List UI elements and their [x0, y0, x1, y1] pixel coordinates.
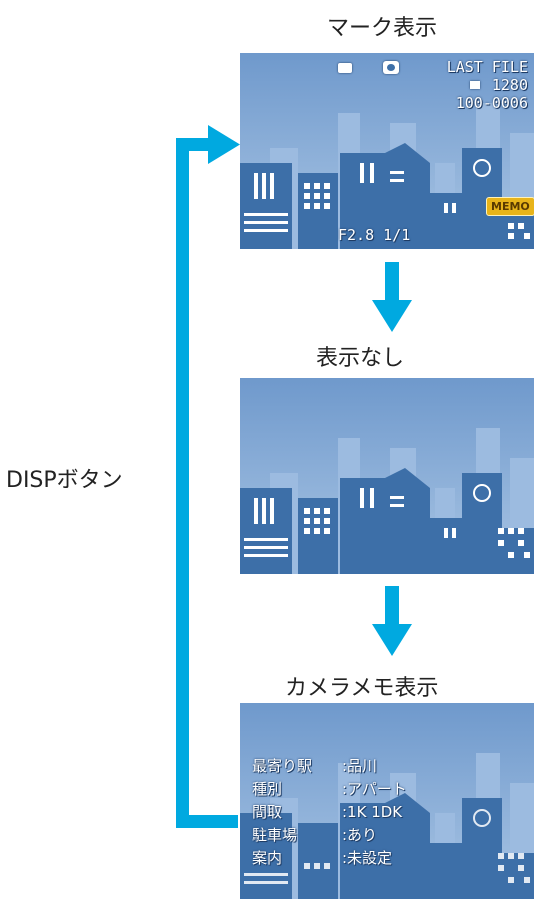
- memo-row-key: 間取: [252, 803, 283, 821]
- memo-row-nearest-station: 最寄り駅 :品川: [252, 755, 377, 776]
- memo-row-key: 駐車場: [252, 826, 298, 844]
- disp-button-label: DISPボタン: [6, 468, 123, 493]
- lcd-screen-camera-memo-display: 最寄り駅 :品川 種別 :アパート 間取 :1K 1DK 駐車場 :あり 案内 :未設定: [240, 703, 534, 899]
- memo-card-icon: [338, 63, 352, 73]
- image-size-icon: [470, 81, 480, 89]
- down-arrow-icon: [372, 262, 412, 332]
- city-skyline-image: [240, 53, 534, 249]
- memo-badge: MEMO: [486, 197, 534, 216]
- lcd-screen-mark-display: LAST FILE 1280 100-0006 F2.8 1/1 MEMO: [240, 53, 534, 249]
- exposure-readout: F2.8 1/1: [338, 226, 411, 244]
- memo-row-value: :品川: [342, 757, 378, 775]
- memo-row-guide: 案内 :未設定: [252, 847, 392, 868]
- caption-no-display: 表示なし: [316, 346, 405, 371]
- loop-line-vertical: [176, 138, 189, 828]
- lcd-screen-no-display: [240, 378, 534, 574]
- loop-line-top: [176, 138, 210, 151]
- city-skyline-image: [240, 378, 534, 574]
- memo-row-value: :1K 1DK: [342, 803, 403, 821]
- memo-row-key: 案内: [252, 849, 283, 867]
- camera-icon: [383, 61, 399, 74]
- memo-row-parking: 駐車場 :あり: [252, 824, 377, 845]
- file-number: 100-0006: [455, 94, 528, 112]
- memo-row-value: :アパート: [342, 780, 407, 798]
- city-skyline-image: [240, 703, 534, 899]
- resolution-value: 1280: [491, 76, 528, 94]
- loop-line-bottom: [176, 815, 238, 828]
- loop-arrowhead-icon: [208, 125, 240, 164]
- down-arrow-icon: [372, 586, 412, 656]
- memo-row-value: :未設定: [342, 849, 393, 867]
- caption-camera-memo-display: カメラメモ表示: [285, 676, 439, 701]
- last-file-label: LAST FILE: [446, 58, 528, 76]
- caption-mark-display: マーク表示: [327, 16, 438, 41]
- memo-row-value: :あり: [342, 826, 378, 844]
- memo-row-key: 最寄り駅: [252, 757, 313, 775]
- memo-row-floor-plan: 間取 :1K 1DK: [252, 801, 402, 822]
- memo-row-key: 種別: [252, 780, 283, 798]
- memo-row-type: 種別 :アパート: [252, 778, 407, 799]
